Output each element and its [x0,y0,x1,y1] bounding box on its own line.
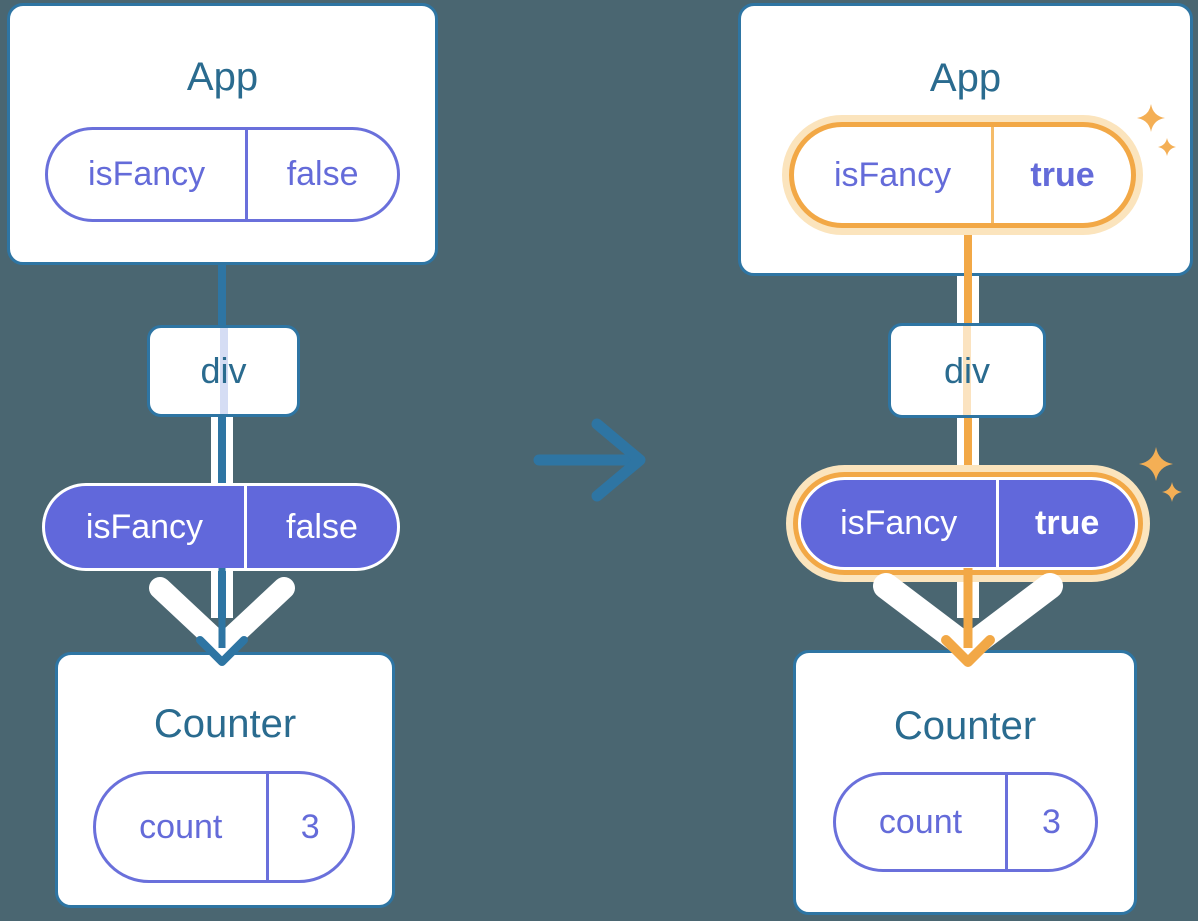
after-app-prop-value: true [1030,155,1095,194]
after-counter-state-value: 3 [1042,802,1061,841]
after-app-prop-pill: isFancy true [789,122,1136,228]
after-counter-state-pill: count 3 [833,772,1098,872]
after-app-prop-name: isFancy [794,127,995,223]
before-counter-card: Counter count 3 [55,652,395,908]
sparkles-prop-icon [1139,447,1182,502]
after-counter-state-name: count [836,775,1008,869]
before-div-prop-stripe [219,328,228,414]
after-down-arrow-icon [873,568,1063,667]
sparkles-app-icon [1137,104,1176,156]
before-passed-prop-pill: isFancy false [42,483,400,571]
after-div-label: div [943,349,991,391]
after-passed-prop-name: isFancy [801,480,1000,567]
after-div-node: div [888,323,1046,418]
before-counter-title: Counter [153,702,297,746]
after-counter-title: Counter [893,704,1037,748]
before-app-prop-name: isFancy [48,130,249,219]
after-app-context-line [964,226,972,276]
before-down-arrow-icon [149,568,295,666]
before-counter-state-name: count [96,774,269,880]
after-counter-card: Counter count 3 [793,650,1137,915]
after-app-card: App isFancy true [738,3,1193,276]
before-app-title: App [186,55,259,99]
before-div-node: div [147,325,300,417]
after-passed-prop-value: true [1035,504,1100,542]
before-app-to-div-line [218,258,226,328]
before-passed-prop-value: false [286,507,358,546]
before-div-label: div [200,350,247,391]
before-counter-state-value: 3 [300,807,320,846]
before-counter-state-pill: count 3 [93,771,355,883]
before-div-to-prop-pipe [211,414,233,487]
after-app-to-div-pipe [957,272,979,326]
after-div-to-prop-pipe [957,414,979,482]
after-app-title: App [929,56,1002,100]
before-app-prop-pill: isFancy false [45,127,400,222]
transition-arrow-icon [533,418,646,502]
before-passed-prop-name: isFancy [45,486,247,568]
after-div-prop-stripe [963,326,971,415]
before-app-card: App isFancy false [7,3,438,265]
after-passed-prop-pill: isFancy true [798,477,1138,570]
before-app-prop-value: false [286,155,359,193]
